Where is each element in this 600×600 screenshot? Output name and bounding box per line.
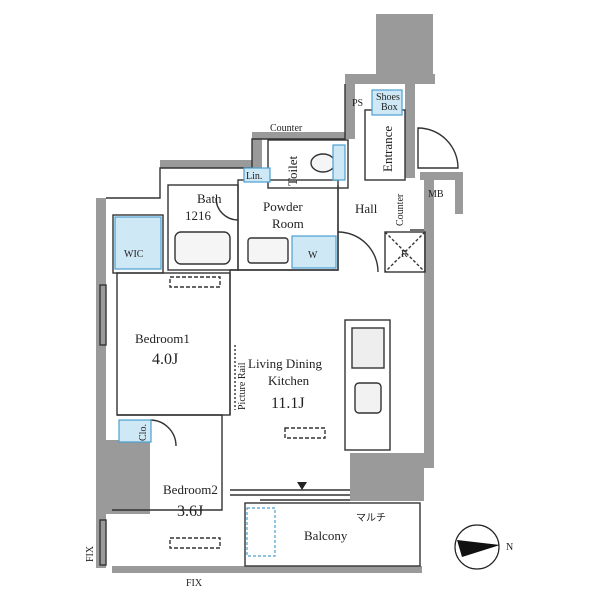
room-label-hall: Hall: [355, 201, 378, 216]
compass-ring: [454, 524, 500, 570]
wall-top-1: [160, 160, 256, 168]
wall-mb: [420, 172, 462, 180]
room-label-wic: WIC: [124, 249, 144, 260]
partitions: [99, 84, 459, 567]
ac-mark-2: [284, 427, 326, 439]
room-size-bath: 1216: [185, 208, 212, 223]
wic-fixture: [114, 216, 162, 270]
wall-right: [424, 178, 434, 468]
balcony-outline: [244, 502, 421, 567]
hall-outline: [229, 185, 339, 415]
walls: [96, 14, 463, 573]
label-counter-hall: Counter: [395, 193, 406, 226]
label-w: W: [308, 250, 318, 261]
fridge-x2: [384, 231, 426, 273]
label-ps: PS: [352, 98, 363, 109]
label-r: R: [401, 249, 408, 260]
window-left-1: [99, 284, 107, 346]
w-fixture: [291, 235, 337, 269]
wall-top-2: [252, 135, 262, 168]
room-label-powder-1: Powder: [263, 199, 303, 214]
room-size-ldk: 11.1J: [271, 395, 305, 412]
label-clo: Clo.: [138, 424, 149, 441]
room-label-ldk-2: Kitchen: [268, 373, 310, 388]
shaft-top: [376, 14, 433, 74]
fridge-box: [384, 231, 426, 273]
room-size-bedroom1: 4.0J: [152, 351, 178, 368]
lin-fixture: [243, 167, 271, 183]
room-size-bedroom2: 3.6J: [177, 503, 203, 520]
room-label-toilet: Toilet: [285, 155, 300, 186]
wic-outline: [112, 214, 164, 274]
room-label-bedroom1: Bedroom1: [135, 331, 190, 346]
label-lin: Lin.: [246, 171, 262, 182]
fixtures: [114, 89, 403, 557]
balcony-fixture: [246, 507, 276, 557]
room-label-balcony: Balcony: [304, 528, 348, 543]
wall-top-3: [252, 132, 352, 139]
stove: [351, 327, 385, 369]
door-bedroom2: [149, 419, 177, 447]
label-shoes-1: Shoes: [376, 92, 400, 103]
wall-top-5: [345, 74, 435, 84]
entrance-fixture: [371, 89, 403, 116]
wall-left: [96, 198, 106, 568]
compass-needle: [457, 540, 500, 557]
label-shoes-2: Box: [381, 102, 398, 113]
compass: N: [454, 524, 513, 570]
room-label-powder-2: Room: [272, 216, 304, 231]
entry-marker: [297, 482, 307, 490]
compass-north-label: N: [506, 542, 513, 553]
column-lower-right: [350, 453, 424, 501]
room-label-ldk-1: Living Dining: [248, 356, 323, 371]
wall-top-4: [345, 74, 355, 139]
ac-mark-3: [169, 537, 221, 549]
label-maruchi: マルチ: [356, 512, 386, 524]
door-entrance: [417, 127, 459, 169]
label-fix-left: FIX: [85, 545, 96, 562]
column-lower-left: [96, 440, 150, 514]
kitchen-counter: [344, 319, 391, 451]
toilet-bowl: [310, 153, 336, 173]
label-picture-rail: Picture Rail: [237, 362, 248, 410]
toilet-outline: [267, 139, 349, 189]
ac-mark-1: [169, 276, 221, 288]
label-fix-bottom: FIX: [186, 578, 203, 589]
wall-entrance-right: [405, 80, 415, 178]
bedroom2-outline: [112, 414, 223, 511]
room-label-bedroom2: Bedroom2: [163, 482, 218, 497]
window-left-2: [99, 519, 107, 566]
fridge-x1: [384, 231, 426, 273]
washbasin: [247, 237, 289, 264]
wall-mb-side: [455, 172, 463, 214]
bathtub: [174, 231, 231, 265]
door-hall: [337, 231, 379, 273]
labels: Bedroom1 4.0J Bedroom2 3.6J Living Dinin…: [85, 92, 444, 589]
toilet-fixture: [332, 144, 346, 181]
sink: [354, 382, 382, 414]
room-label-entrance: Entrance: [380, 126, 395, 172]
door-bath: [215, 197, 239, 221]
wall-balcony-bottom: [112, 566, 422, 573]
label-counter-top: Counter: [270, 123, 303, 134]
label-mb: MB: [428, 189, 444, 200]
clo-fixture: [118, 419, 152, 443]
room-label-bath: Bath: [197, 191, 222, 206]
outline-main: [106, 84, 346, 199]
